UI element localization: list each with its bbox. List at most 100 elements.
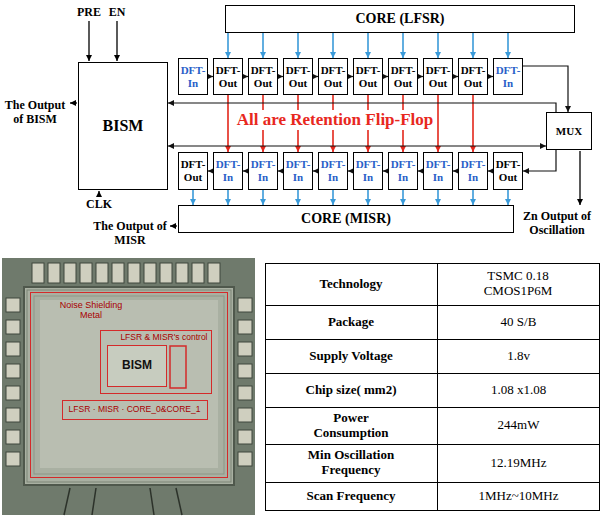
table-cell: 1.8v [440,340,597,372]
connector [437,190,439,205]
chip-photo [2,258,255,515]
connector [332,190,334,205]
node-text: BISM [122,359,152,373]
table-rule [266,407,600,408]
core-box: CORE (MISR) [178,205,514,233]
table-border [266,264,600,511]
bond-pad [144,263,156,283]
connector [523,66,568,112]
bond-pad [6,430,20,444]
node-text: DFT- In [250,158,276,183]
bism-block: BISM [78,62,168,190]
connector [297,33,299,58]
bond-pad [238,320,252,334]
node-text: DFT- In [180,64,206,89]
table-cell: 1.08 x1.08 [440,374,597,406]
connector [227,190,229,205]
dft-cell: DFT- Out [458,58,488,95]
connector [227,33,229,58]
connector [437,33,439,58]
node-text: DFT- In [495,64,521,89]
spec-table [266,264,600,511]
connector [367,33,369,58]
die-region: Noise Shielding MetalLFSR & MISR's contr… [30,292,228,478]
bond-pad [112,263,124,283]
dft-cell: DFT- In [248,152,278,190]
table-cell: Chip size( mm2) [296,374,406,406]
node-text: DFT- Out [180,158,206,183]
table-rule [437,264,438,511]
bond-pad [48,263,60,283]
node-text: DFT- Out [425,64,451,89]
node-text: CORE (MISR) [301,211,391,227]
dft-cell: DFT- In [493,58,523,95]
dft-cell: DFT- In [318,152,348,190]
bond-pad [160,263,172,283]
bond-wire [150,488,154,515]
bond-pad [6,364,20,378]
dft-cell: DFT- In [178,58,208,95]
bond-wire [64,488,70,515]
node-text: DFT- Out [495,158,521,183]
bond-pad [238,430,252,444]
node-text: Noise Shielding Metal [55,300,127,321]
dft-cell: DFT- Out [353,58,383,95]
dft-cell: DFT- Out [423,58,453,95]
table-cell: 40 S/B [440,306,597,338]
dft-cell: DFT- Out [178,152,208,190]
leader-line [70,102,77,103]
output-label: The Output of BISM [2,96,68,130]
signal-label: PRE [76,6,102,20]
bond-pad [238,298,252,312]
bond-pad [128,263,140,283]
table-cell: Min Oscillation Frequency [296,445,406,481]
dft-cell: DFT- In [353,152,383,190]
bond-pad [238,408,252,422]
connector [507,33,509,58]
photo-ground [2,258,255,515]
leader-line [579,151,580,205]
dft-cell: DFT- In [423,152,453,190]
bond-wire [176,488,182,515]
connector [262,190,264,205]
connector [192,190,194,205]
dft-cell: DFT- Out [248,58,278,95]
bism-region: BISM [107,345,167,387]
table-cell: Supply Voltage [296,340,406,372]
dft-cell: DFT- Out [318,58,348,95]
bond-pad [238,342,252,356]
bond-pad [192,263,204,283]
node-text: CORE (LFSR) [355,11,444,27]
bond-wires [64,488,182,515]
connector [168,145,546,146]
node-text: BISM [103,117,144,135]
connector [507,190,509,205]
node-text: DFT- Out [285,64,311,89]
connector [523,150,556,171]
connector [402,190,404,205]
bond-pad [80,263,92,283]
connector [472,190,474,205]
node-text: DFT- In [320,158,346,183]
dft-cell: DFT- In [283,152,313,190]
dft-cell: DFT- In [213,152,243,190]
dft-cell: DFT- Out [388,58,418,95]
bond-pad [208,263,220,283]
table-rule [266,373,600,374]
leader-line [116,21,117,61]
node-text: DFT- Out [460,64,486,89]
node-text: DFT- In [460,158,486,183]
bond-pad [6,342,20,356]
note: All are Retention Flip-Flop [234,110,437,130]
bond-pad [238,364,252,378]
leader-line [170,225,177,226]
bond-pad [6,298,20,312]
bond-pad [176,263,188,283]
bond-pad [6,386,20,400]
connector [332,33,334,58]
table-cell: TSMC 0.18 CMOS1P6M [468,264,568,304]
control-region: LFSR & MISR's controlBISM [100,330,212,394]
bond-pad [64,263,76,283]
